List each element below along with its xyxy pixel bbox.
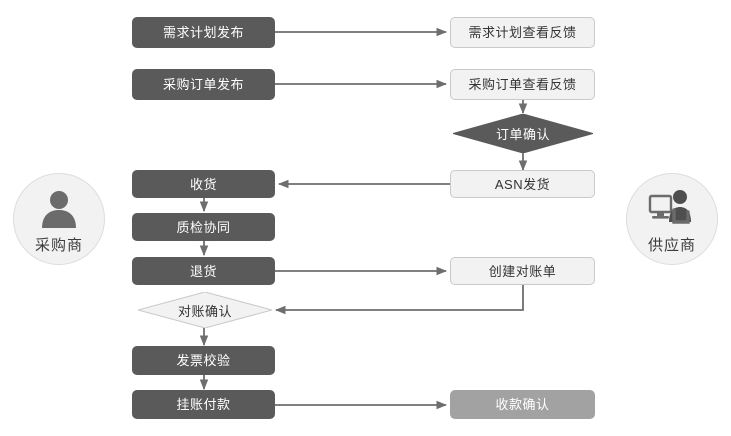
actor-buyer[interactable]: 采购商	[13, 173, 105, 265]
node-po-feedback[interactable]: 采购订单查看反馈	[450, 69, 595, 100]
node-payment[interactable]: 挂账付款	[132, 390, 275, 419]
node-create-statement[interactable]: 创建对账单	[450, 257, 595, 285]
edge-create-statement-to-recon-confirm	[274, 285, 524, 315]
node-order-confirm-label: 订单确认	[495, 127, 550, 142]
node-invoice-check[interactable]: 发票校验	[132, 346, 275, 375]
actor-buyer-label: 采购商	[34, 237, 83, 254]
node-recon-confirm-label: 对账确认	[177, 303, 232, 319]
node-receive[interactable]: 收货	[132, 170, 275, 198]
node-demand-feedback[interactable]: 需求计划查看反馈	[450, 17, 595, 48]
node-recon-confirm[interactable]: 对账确认	[138, 292, 272, 328]
person-computer-icon	[648, 186, 696, 230]
actor-supplier-label: 供应商	[647, 237, 696, 254]
person-icon	[39, 186, 79, 230]
node-receipt-confirm[interactable]: 收款确认	[450, 390, 595, 419]
node-asn-ship[interactable]: ASN发货	[450, 170, 595, 198]
node-return-goods[interactable]: 退货	[132, 257, 275, 285]
node-order-confirm[interactable]: 订单确认	[453, 114, 593, 153]
actor-supplier[interactable]: 供应商	[626, 173, 718, 265]
node-qc-collab[interactable]: 质检协同	[132, 213, 275, 241]
node-po-publish[interactable]: 采购订单发布	[132, 69, 275, 100]
node-demand-publish[interactable]: 需求计划发布	[132, 17, 275, 48]
